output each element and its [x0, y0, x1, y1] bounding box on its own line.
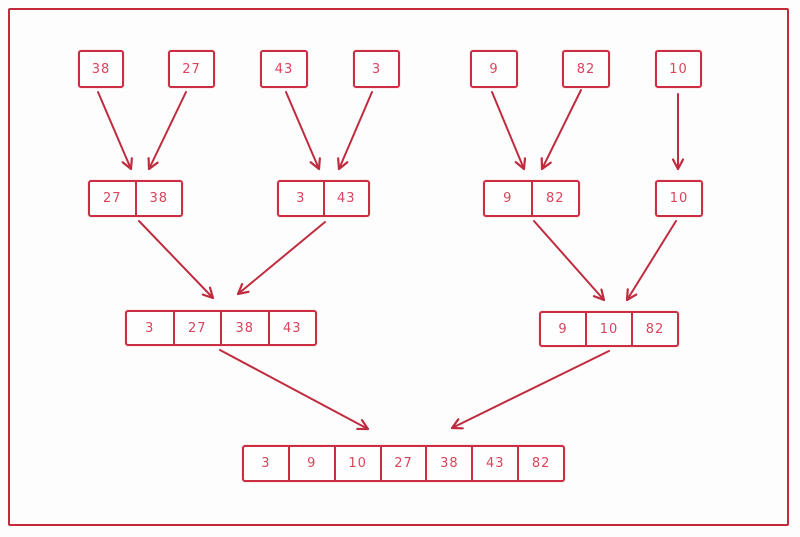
array-cell: 10 [669, 191, 689, 206]
array-cell: 43 [274, 61, 294, 77]
array-box-b3_43: 3 43 [277, 180, 370, 217]
array-cell: 43 [336, 191, 356, 206]
array-cell: 3 [127, 312, 175, 344]
array-cell: 9 [485, 182, 533, 215]
array-cell: 10 [587, 313, 633, 345]
array-box-a27: 27 [168, 50, 215, 88]
array-cell: 3 [244, 447, 290, 480]
array-box-a10: 10 [655, 50, 702, 88]
array-box-a82: 82 [562, 50, 610, 88]
array-cell: 38 [222, 312, 270, 344]
array-cell: 82 [545, 191, 565, 206]
array-cell: 9 [489, 61, 499, 77]
array-cell: 27 [90, 182, 137, 215]
array-cell: 27 [175, 312, 222, 344]
array-cell: 3 [279, 182, 325, 215]
array-cell: 82 [531, 456, 551, 471]
array-box-b9_82: 9 82 [483, 180, 580, 217]
array-cell: 38 [427, 447, 474, 480]
array-cell: 38 [91, 61, 111, 77]
array-cell: 10 [336, 447, 382, 480]
array-cell: 38 [149, 191, 169, 206]
outer-frame [8, 8, 789, 526]
array-cell: 10 [669, 61, 688, 77]
array-box-a9: 9 [470, 50, 518, 88]
array-cell: 3 [371, 61, 382, 77]
array-cell: 27 [182, 61, 201, 77]
array-box-b27_38: 27 38 [88, 180, 183, 217]
array-box-a43: 43 [260, 50, 308, 88]
array-cell: 27 [382, 447, 428, 480]
array-cell: 9 [541, 313, 587, 345]
array-cell: 82 [645, 321, 665, 337]
array-box-a38: 38 [78, 50, 124, 88]
array-box-a3: 3 [353, 50, 400, 88]
array-cell: 9 [290, 447, 336, 480]
array-box-b10: 10 [655, 180, 703, 217]
array-cell: 82 [576, 61, 596, 77]
array-cell: 43 [282, 320, 302, 336]
array-cell: 43 [473, 447, 520, 480]
